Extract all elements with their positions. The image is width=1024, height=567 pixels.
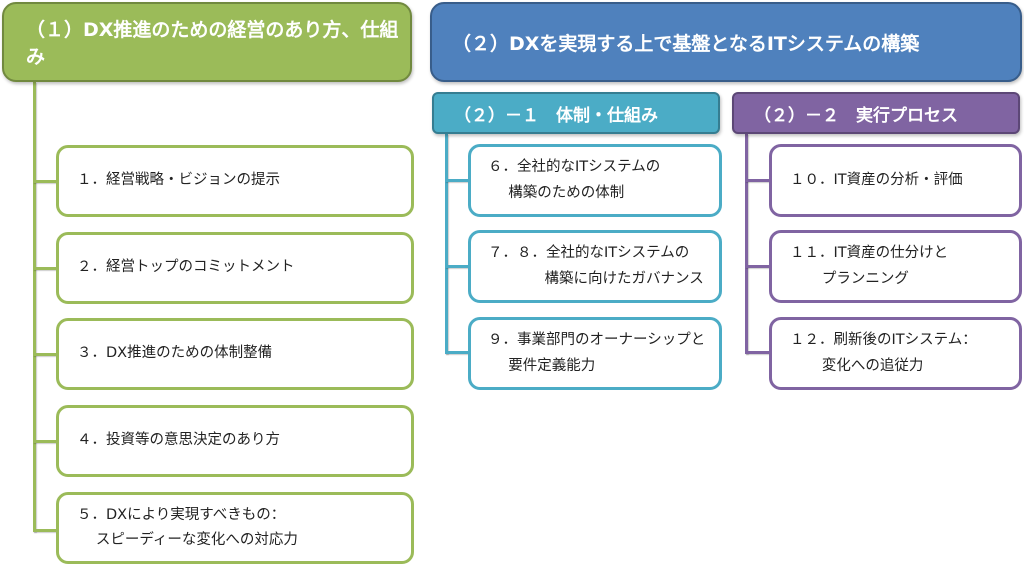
item-text: ９．事業部門のオーナーシップと [488, 332, 706, 349]
section-2-1-title: （２）－１ 体制・仕組み [454, 105, 658, 126]
item-box-9: ９．事業部門のオーナーシップと 要件定義能力 [468, 317, 722, 390]
item-box-5: ５．DXにより実現すべきもの： スピーディーな変化への対応力 [56, 492, 414, 564]
section-2-2-header: （２）－２ 実行プロセス [732, 92, 1020, 134]
item-text-2: 変化への追従力 [821, 357, 924, 374]
connector-branch [445, 265, 469, 268]
item-text: １０．IT資産の分析・評価 [790, 171, 963, 188]
connector-branch [745, 351, 770, 354]
item-text: １．経営戦略・ビジョンの提示 [77, 172, 280, 189]
item-text-2: 構築に向けたガバナンス [544, 270, 704, 287]
connector-branch [33, 353, 57, 356]
item-box-1: １．経営戦略・ビジョンの提示 [56, 145, 414, 217]
item-box-6: ６．全社的なITシステムの 構築のための体制 [468, 144, 722, 217]
item-text: ５．DXにより実現すべきもの： [77, 506, 286, 523]
item-box-11: １１．IT資産の仕分けと プランニング [769, 230, 1022, 303]
connector-branch [445, 179, 469, 182]
section-2-title: （２）DXを実現する上で基盤となるITシステムの構築 [452, 32, 920, 55]
item-text-2: 構築のための体制 [508, 184, 625, 201]
section-1-title: （１）DX推進のための経営のあり方、仕組み [26, 19, 399, 68]
connector-trunk-2-2 [745, 134, 748, 354]
connector-branch [33, 180, 57, 183]
connector-trunk-1 [33, 82, 36, 532]
connector-trunk-2-1 [445, 134, 448, 354]
connector-branch [745, 179, 770, 182]
item-text: ４．投資等の意思決定のあり方 [77, 432, 280, 449]
connector-branch [445, 351, 469, 354]
item-box-12: １２．刷新後のITシステム： 変化への追従力 [769, 317, 1022, 390]
item-text-2: スピーディーな変化への対応力 [95, 532, 298, 548]
item-text: １２．刷新後のITシステム： [790, 332, 977, 349]
item-text-2: 要件定義能力 [508, 357, 596, 374]
item-box-2: ２．経営トップのコミットメント [56, 232, 414, 304]
section-2-2-title: （２）－２ 実行プロセス [754, 105, 958, 126]
item-text: ２．経営トップのコミットメント [77, 259, 295, 276]
item-box-7-8: ７．８．全社的なITシステムの 構築に向けたガバナンス [468, 230, 722, 303]
item-box-4: ４．投資等の意思決定のあり方 [56, 405, 414, 477]
item-text: ７．８．全社的なITシステムの [488, 245, 690, 262]
item-text-2: プランニング [821, 270, 909, 287]
item-text: ３．DX推進のための体制整備 [77, 345, 273, 362]
item-text: ６．全社的なITシステムの [488, 159, 661, 176]
item-box-3: ３．DX推進のための体制整備 [56, 318, 414, 390]
item-box-10: １０．IT資産の分析・評価 [769, 144, 1022, 217]
section-2-header: （２）DXを実現する上で基盤となるITシステムの構築 [430, 2, 1022, 82]
connector-branch [33, 440, 57, 443]
section-2-1-header: （２）－１ 体制・仕組み [432, 92, 720, 134]
section-1-header: （１）DX推進のための経営のあり方、仕組み [2, 2, 412, 82]
connector-branch [33, 529, 57, 532]
item-text: １１．IT資産の仕分けと [790, 245, 949, 262]
connector-branch [745, 265, 770, 268]
connector-branch [33, 267, 57, 270]
